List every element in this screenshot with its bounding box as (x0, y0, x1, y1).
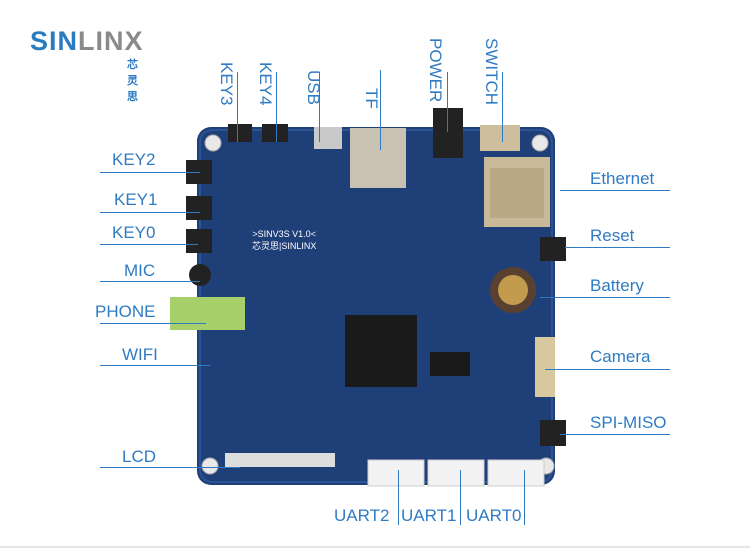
label-wifi: WIFI (122, 345, 158, 364)
leader-line (398, 470, 399, 525)
power-jack (433, 108, 463, 158)
leader-line (524, 470, 525, 525)
spi-miso-button (540, 420, 566, 446)
leader-line (100, 244, 198, 245)
leader-line (565, 247, 670, 248)
label-lcd: LCD (122, 447, 157, 466)
camera-connector (535, 337, 555, 397)
label-uart2: UART2 (334, 506, 390, 525)
label-phone: PHONE (95, 302, 156, 321)
leader-line (100, 212, 200, 213)
label-battery: Battery (590, 276, 644, 295)
leader-line (560, 190, 670, 191)
leader-line (100, 365, 210, 366)
mount-hole (531, 134, 549, 152)
label-ethernet: Ethernet (590, 169, 655, 188)
uart1-header (427, 459, 485, 487)
silkscreen-model: >SINV3S V1.0< (252, 229, 316, 239)
reset-button (540, 237, 566, 261)
leader-line (545, 369, 670, 370)
usb-port (314, 127, 342, 149)
pcb (197, 127, 555, 485)
silkscreen-brand: 芯灵思|SINLINX (252, 241, 317, 251)
mount-hole (201, 457, 219, 475)
soc-chip (345, 315, 417, 387)
label-key2: KEY2 (112, 150, 156, 169)
key0-button (186, 229, 212, 253)
leader-line (460, 470, 461, 525)
logo-part1: SIN (30, 26, 79, 56)
logo-part2: LINX (78, 26, 144, 56)
label-usb: USB (304, 70, 323, 105)
mount-hole (204, 134, 222, 152)
label-key0: KEY0 (112, 223, 156, 242)
label-mic: MIC (124, 261, 156, 280)
label-uart1: UART1 (401, 506, 457, 525)
leader-line (100, 323, 206, 324)
logo-chinese: 芯灵思 (127, 59, 138, 103)
switch (480, 125, 520, 151)
leader-line (447, 72, 448, 132)
mic (189, 264, 211, 286)
phone-jack (170, 297, 245, 330)
key1-button (186, 196, 212, 220)
leader-line (276, 72, 277, 142)
leader-line (380, 70, 381, 150)
label-switch: SWITCH (482, 38, 501, 106)
label-key4: KEY4 (256, 62, 275, 106)
label-reset: Reset (590, 226, 635, 245)
label-spi-miso: SPI-MISO (590, 413, 667, 432)
leader-line (560, 434, 670, 435)
tf-slot (350, 128, 406, 188)
label-key1: KEY1 (114, 190, 158, 209)
key4-button (262, 124, 288, 142)
leader-line (502, 72, 503, 142)
lcd-connector (225, 453, 335, 467)
label-uart0: UART0 (466, 506, 522, 525)
leader-line (237, 72, 238, 142)
leader-line (100, 281, 200, 282)
leader-line (540, 297, 670, 298)
label-tf: TF (362, 88, 381, 109)
sinlinx-logo: SINLINX 芯灵思 (30, 26, 144, 103)
label-key3: KEY3 (217, 62, 236, 106)
label-camera: Camera (590, 347, 651, 366)
uart0-header (487, 459, 545, 487)
key3-button (228, 124, 252, 142)
label-power: POWER (426, 38, 445, 103)
leader-line (100, 467, 240, 468)
memory-chip (430, 352, 470, 376)
leader-line (100, 172, 200, 173)
uart2-header (367, 459, 425, 487)
silkscreen: >SINV3S V1.0< 芯灵思|SINLINX (252, 228, 316, 252)
leader-line (319, 72, 320, 142)
